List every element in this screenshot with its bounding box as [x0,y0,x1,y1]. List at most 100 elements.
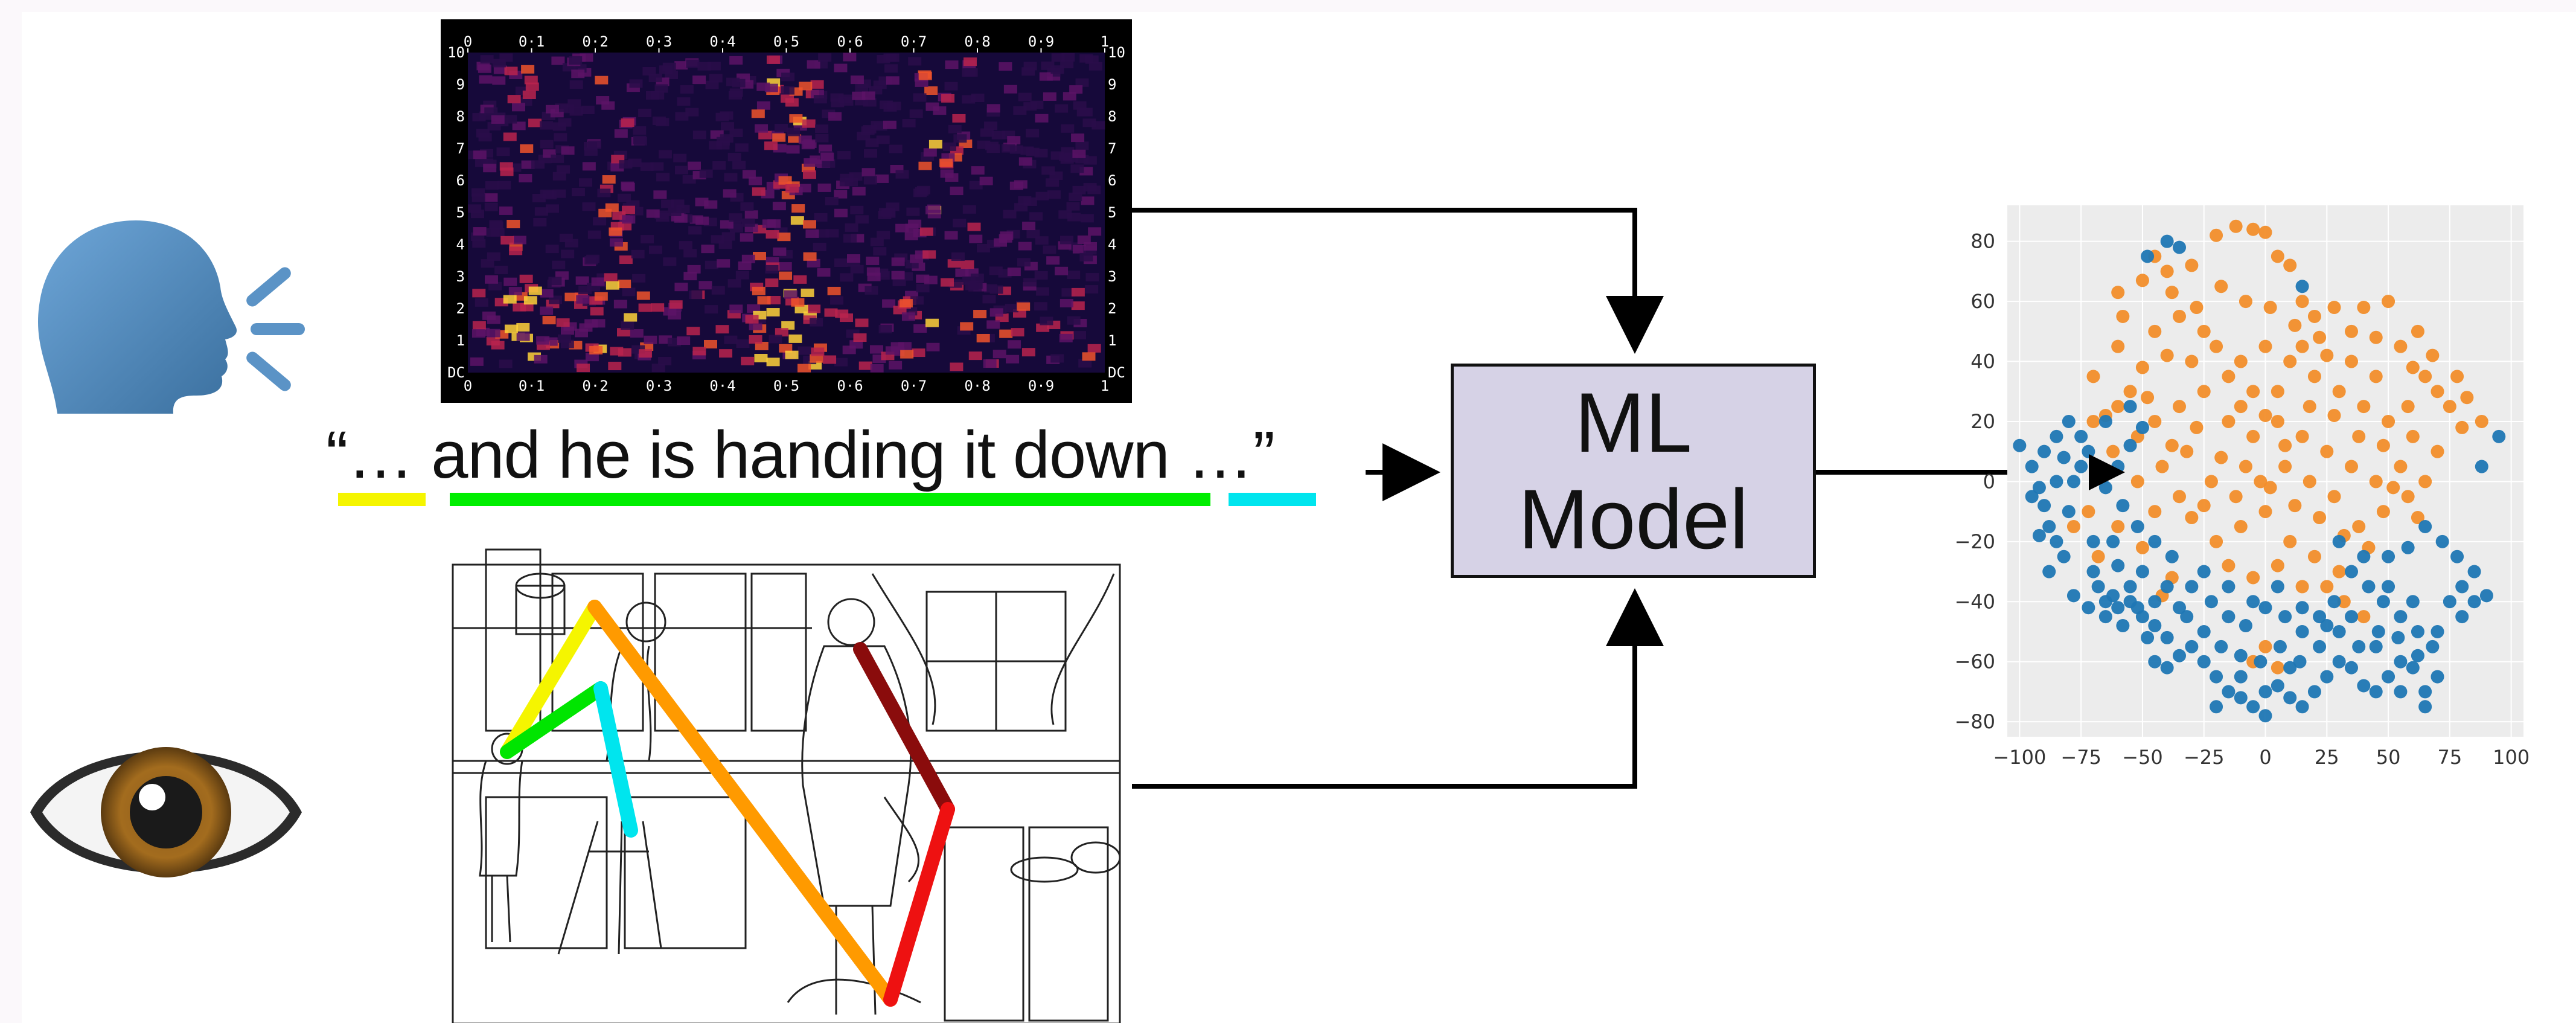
scatter-point [2173,649,2186,662]
scatter-point [2332,534,2346,548]
ml-model-line1: ML [1574,374,1692,470]
scatter-point [2025,490,2039,504]
scatter-point [2106,444,2120,458]
scatter-point [2141,391,2155,405]
spectrogram-top-tick: 1 [1101,33,1109,50]
scatter-point [2234,519,2248,533]
spectrogram-top-tick: 0·3 [646,33,672,50]
x-tick-label: 75 [2437,746,2462,769]
scatter-point [2345,661,2358,675]
scatter-point [2386,481,2400,495]
scatter-point [2050,475,2063,489]
scatter-point [2222,414,2236,428]
scatter-point [2086,534,2100,548]
scatter-point [2376,438,2390,452]
scatter-point [2135,361,2149,374]
scatter-point [2357,400,2371,414]
spectrogram-bottom-tick: 0·8 [964,377,990,394]
scatter-point [2130,601,2144,615]
scatter-point [2185,580,2199,594]
scatter-point [2371,624,2385,638]
spectrogram-left-tick: DC [447,364,465,381]
scatter-point [2345,460,2358,473]
scatter-point [2295,700,2309,714]
scatter-point [2173,400,2186,414]
scatter-point [2450,370,2464,383]
spectrogram-left-tick: 7 [456,140,465,157]
scatter-point [2376,595,2390,609]
scatter-point [2303,400,2316,414]
scatter-point [2320,444,2334,458]
spectrogram-bottom-tick: 0·4 [709,377,735,394]
spectrogram-top-tick: 0·7 [901,33,927,50]
scatter-point [2111,400,2125,414]
scatter-point [2062,505,2076,519]
spectrogram-right-tick: 9 [1108,76,1116,93]
scatter-point [2431,444,2444,458]
scatter-point [2082,505,2095,519]
spectrogram-right-tick: 4 [1108,236,1116,253]
scatter-point [2376,505,2390,519]
spectrogram-top-tick: 0·2 [582,33,608,50]
scatter-point [2307,370,2321,383]
scatter-point [2271,559,2284,572]
scatter-point [2086,370,2100,383]
scatter-point [2032,481,2046,495]
scatter-point [2382,580,2395,594]
scatter-point [2074,429,2088,443]
spectrogram-top-tick: 0 [464,33,472,50]
scatter-point [2013,438,2027,452]
scatter-point [2130,475,2144,489]
y-tick-label: 80 [1970,230,1995,253]
scatter-point [2037,444,2051,458]
spectrogram-left-tick: 5 [456,204,465,221]
scatter-point [2443,400,2456,414]
scatter-point [2426,640,2440,653]
scatter-point [2148,324,2162,338]
scatter-point [2283,354,2297,368]
scatter-point [2106,534,2120,548]
scatter-point [2222,370,2236,383]
scatter-point [2239,619,2252,633]
scatter-point [2160,234,2174,248]
scatter-point [2148,534,2162,548]
spectrogram-bottom-tick: 0·9 [1028,377,1054,394]
scatter-point [2401,540,2415,554]
scatter-point [2455,420,2469,434]
scatter-point [2180,610,2194,624]
scatter-point [2222,685,2236,699]
scatter-point [2357,610,2371,624]
spectrogram-left-tick: 6 [456,172,465,189]
spectrogram-left-tick: 2 [456,300,465,317]
scatter-point [2283,534,2297,548]
scatter-point [2190,420,2204,434]
scatter-point [2246,571,2260,585]
scatter-point [2258,505,2272,519]
scatter-point [2254,655,2268,669]
scatter-point [2327,490,2341,504]
scatter-point [2258,339,2272,353]
scatter-point [2197,385,2211,399]
scatter-point [2411,511,2424,525]
scatter-point [2327,409,2341,423]
scatter-point [2086,565,2100,579]
scatter-point [2418,370,2432,383]
scatter-point [2332,655,2346,669]
scatter-point [2492,429,2506,443]
scatter-point [2295,280,2309,293]
scatter-point [2382,414,2395,428]
scatter-point [2180,444,2194,458]
scatter-point [2345,324,2358,338]
x-tick-label: −50 [2122,746,2163,769]
scatter-point [2406,661,2420,675]
scatter-point [2197,624,2211,638]
scatter-point [2091,580,2105,594]
scatter-point [2295,601,2309,615]
scatter-point [2086,414,2100,428]
spectrogram-left-tick: 4 [456,236,465,253]
scatter-point [2406,429,2420,443]
scatter-point [2394,655,2408,669]
scatter-point [2165,438,2179,452]
scatter-point [2254,475,2268,489]
